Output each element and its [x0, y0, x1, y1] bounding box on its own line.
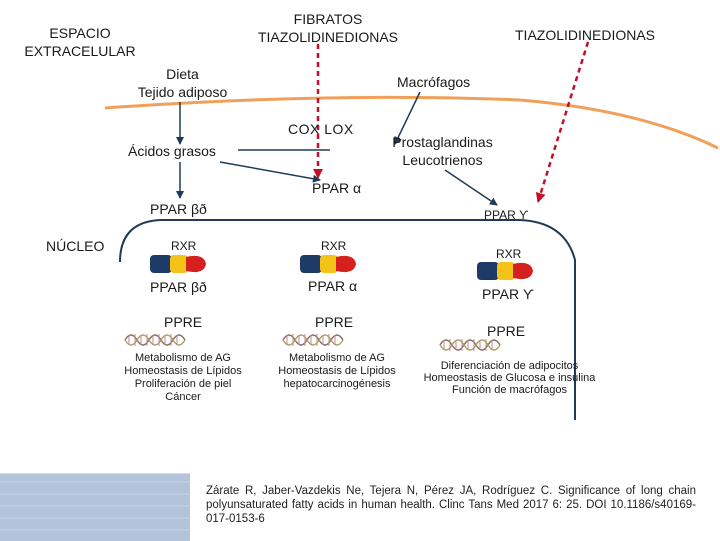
rxr-label-3: RXR	[496, 247, 522, 261]
arrow-fatty-acids-to-ppar-alpha	[219, 161, 321, 183]
tzd-right-label: TIAZOLIDINEDIONAS	[515, 27, 656, 43]
ppar-label-2: PPAR α	[308, 278, 358, 294]
receptor-complex-alpha	[300, 255, 356, 273]
fatty-acids-label: Ácidos grasos	[128, 143, 216, 159]
tzd-dashed-arrow	[535, 41, 590, 203]
ppar-label-3: PPAR ϒ	[482, 286, 534, 302]
receptor-complex-gamma	[477, 262, 533, 280]
cox-lox-label: COX LOX	[288, 121, 354, 137]
footer-pattern	[0, 481, 190, 531]
dna-helix-3	[439, 339, 501, 351]
ppar-gamma-ligand-label: PPAR ϒ	[484, 208, 529, 222]
rxr-label-1: RXR	[171, 239, 197, 253]
dna-helix-1	[124, 334, 186, 346]
footer-panel	[0, 473, 190, 541]
rxr-label-2: RXR	[321, 239, 347, 253]
ppre-label-2: PPRE	[315, 314, 354, 330]
arrow-macrophages-to-prostaglandins	[394, 91, 421, 145]
ppre-label-3: PPRE	[487, 323, 526, 339]
prostaglandins-label: Prostaglandinas Leucotrienos	[392, 134, 493, 168]
citation-text: Zárate R, Jaber-Vazdekis Ne, Tejera N, P…	[206, 485, 696, 525]
ppar-label-1: PPAR βð	[150, 279, 207, 295]
nucleus-label: NÚCLEO	[46, 238, 105, 254]
effects-list-2: Metabolismo de AG Homeostasis de Lípidos…	[278, 352, 396, 390]
extracellular-label: ESPACIO EXTRACELULAR	[24, 25, 136, 59]
dna-helix-2	[282, 334, 344, 346]
cell-membrane	[104, 95, 719, 150]
diet-label: Dieta Tejido adiposo	[137, 66, 228, 100]
effects-list-3: Diferenciación de adipocitos Homeostasis…	[423, 360, 596, 396]
macrophages-label: Macrófagos	[397, 74, 471, 90]
receptor-complex-bd	[150, 255, 206, 273]
fibrates-label: FIBRATOS TIAZOLIDINEDIONAS	[257, 11, 399, 45]
arrow-prostaglandins-to-ppar-gamma	[444, 169, 498, 206]
ppre-label-1: PPRE	[164, 314, 203, 330]
ppar-bd-ligand-label: PPAR βð	[150, 201, 207, 217]
nucleus-envelope	[119, 219, 576, 420]
ppar-alpha-ligand-label: PPAR α	[312, 180, 362, 196]
effects-list-1: Metabolismo de AG Homeostasis de Lípidos…	[124, 352, 242, 403]
